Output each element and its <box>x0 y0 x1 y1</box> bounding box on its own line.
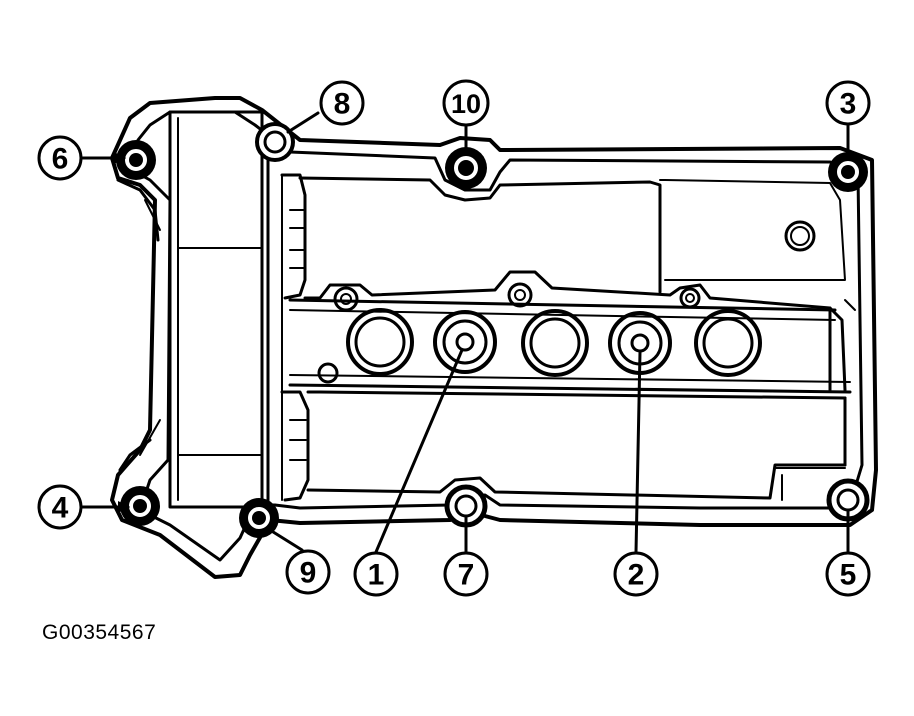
callout-4-label: 4 <box>52 492 69 525</box>
callout-7: 7 <box>443 551 489 597</box>
bolts <box>116 122 870 538</box>
callout-5: 5 <box>825 551 871 597</box>
callout-7-label: 7 <box>458 559 475 592</box>
callout-6-label: 6 <box>52 143 69 176</box>
callout-1-label: 1 <box>368 559 385 592</box>
figure-id: G00354567 <box>42 621 157 644</box>
bolt-3 <box>828 152 868 192</box>
bolt-1 <box>455 332 475 352</box>
callout-3: 3 <box>825 80 871 126</box>
callout-10-label: 10 <box>451 89 481 119</box>
callout-1: 1 <box>353 551 399 597</box>
upper-section <box>298 176 856 392</box>
callout-9: 9 <box>285 549 331 595</box>
callout-10: 10 <box>442 79 490 127</box>
callout-8-label: 8 <box>334 88 351 121</box>
callout-6: 6 <box>37 135 83 181</box>
leader-lines <box>78 111 850 554</box>
callouts: 6 8 10 3 4 9 1 7 <box>37 79 871 597</box>
callout-2-label: 2 <box>628 559 645 592</box>
bolt-6 <box>116 140 156 180</box>
bolt-2 <box>630 333 650 353</box>
callout-9-label: 9 <box>300 557 317 590</box>
callout-3-label: 3 <box>840 88 857 121</box>
callout-5-label: 5 <box>840 559 857 592</box>
bolt-10 <box>445 147 487 189</box>
callout-2: 2 <box>613 551 659 597</box>
bolt-8 <box>255 122 295 162</box>
callout-8: 8 <box>319 80 365 126</box>
lower-section <box>306 390 847 501</box>
bolt-9 <box>239 498 279 538</box>
callout-4: 4 <box>37 484 83 530</box>
spark-plug-channel <box>288 282 852 394</box>
left-end-housing <box>116 110 310 509</box>
